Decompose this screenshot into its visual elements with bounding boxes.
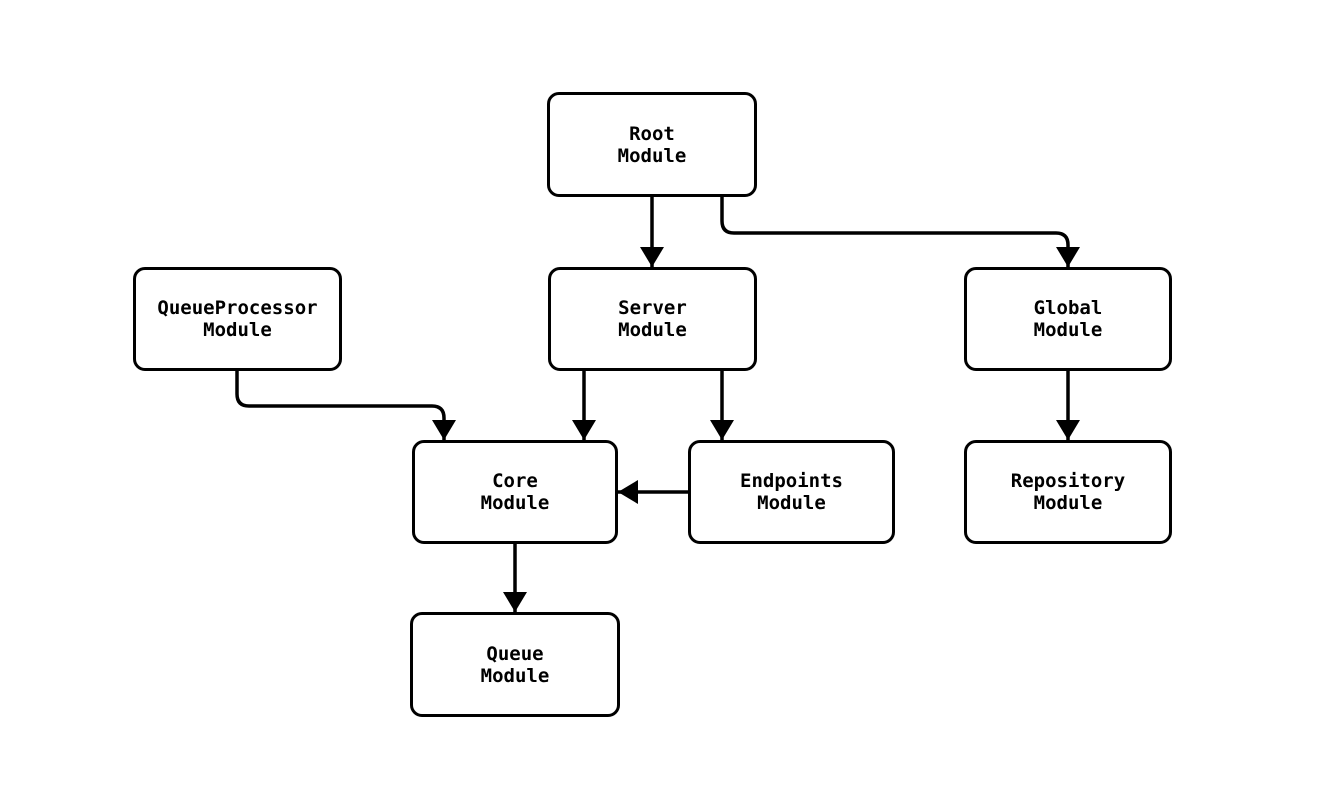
node-label-line: Module bbox=[480, 664, 550, 687]
node-label-line: Module bbox=[618, 319, 687, 341]
node-label-line: Server bbox=[618, 297, 687, 319]
node-label-line: Queue bbox=[486, 642, 544, 665]
edges-group bbox=[235, 197, 1080, 612]
node-label-line: Module bbox=[757, 492, 826, 514]
node-label-line: Module bbox=[1033, 492, 1103, 514]
node-label-line: Endpoints bbox=[740, 470, 843, 492]
node-label-line: Module bbox=[203, 319, 272, 341]
node-label-line: Core bbox=[492, 470, 538, 492]
node-label-line: Root bbox=[629, 122, 675, 145]
node-label-line: Module bbox=[1033, 319, 1103, 341]
node-label-line: QueueProcessor bbox=[157, 297, 318, 319]
node-label-line: Repository bbox=[1010, 470, 1126, 492]
edge-queueprocessor-to-core bbox=[235, 371, 456, 440]
node-label-line: Module bbox=[480, 492, 550, 514]
edge-root-to-global bbox=[720, 197, 1080, 267]
node-label-line: Module bbox=[617, 144, 687, 167]
node-label-line: Global bbox=[1033, 297, 1103, 319]
